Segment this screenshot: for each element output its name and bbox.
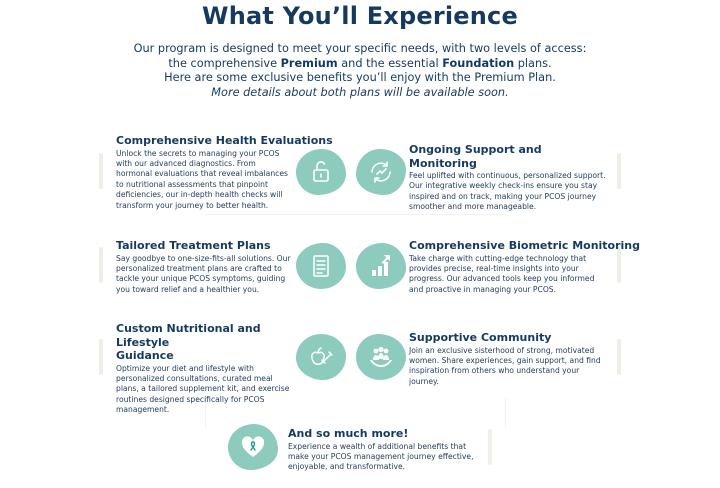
decorative-bar — [488, 429, 492, 465]
feature-description: Experience a wealth of additional benefi… — [288, 441, 474, 472]
apple-dumbbell-icon — [296, 334, 346, 380]
intro-text: Our program is designed to meet your spe… — [80, 42, 640, 100]
feature-title: Comprehensive Biometric Monitoring — [409, 239, 641, 252]
intro-line-1: Our program is designed to meet your spe… — [133, 42, 587, 55]
feature-title: Tailored Treatment Plans — [116, 239, 271, 252]
decorative-bar — [617, 339, 621, 375]
feature-health-evaluations: Comprehensive Health Evaluations Unlock … — [116, 134, 333, 211]
divider-line — [205, 214, 505, 215]
growth-chart-icon — [356, 243, 406, 289]
treatment-plan-document-icon — [296, 243, 346, 289]
feature-ongoing-support: Ongoing Support and Monitoring Feel upli… — [409, 143, 607, 213]
community-hands-icon — [356, 334, 406, 380]
decorative-bar — [99, 153, 103, 189]
feature-description: Optimize your diet and lifestyle with pe… — [116, 363, 290, 415]
intro-line-3: Here are some exclusive benefits you’ll … — [164, 71, 556, 85]
heart-ribbon-icon — [228, 424, 278, 470]
feature-description: Say goodbye to one-size-fits-all solutio… — [116, 253, 291, 294]
feature-title: Ongoing Support and Monitoring — [409, 143, 542, 170]
intro-line-2-mid: and the essential — [337, 56, 443, 70]
feature-description: Take charge with cutting-edge technology… — [409, 253, 595, 294]
feature-supportive-community: Supportive Community Join an exclusive s… — [409, 331, 607, 387]
support-cycle-icon — [356, 149, 406, 195]
premium-plan-name: Premium — [280, 56, 338, 70]
feature-title-line-2: Guidance — [116, 349, 174, 362]
intro-line-2-pre: the comprehensive — [168, 56, 281, 70]
feature-treatment-plans: Tailored Treatment Plans Say goodbye to … — [116, 239, 292, 295]
decorative-bar — [617, 247, 621, 283]
foundation-plan-name: Foundation — [442, 56, 515, 70]
decorative-bar — [99, 339, 103, 375]
feature-title: Comprehensive Health Evaluations — [116, 134, 333, 147]
decorative-bar — [617, 153, 621, 189]
intro-line-2: the comprehensive Premium and the essent… — [80, 57, 640, 72]
divider-line — [505, 398, 506, 428]
feature-title: And so much more! — [288, 427, 409, 440]
feature-title-line-1: Custom Nutritional and Lifestyle — [116, 322, 261, 349]
feature-title: Supportive Community — [409, 331, 552, 344]
feature-description: Join an exclusive sisterhood of strong, … — [409, 345, 601, 386]
divider-line — [205, 398, 206, 428]
intro-line-2-post: plans. — [514, 56, 552, 70]
feature-biometric-monitoring: Comprehensive Biometric Monitoring Take … — [409, 239, 641, 295]
intro-line-4: More details about both plans will be av… — [211, 85, 509, 99]
decorative-bar — [99, 247, 103, 283]
feature-and-more: And so much more! Experience a wealth of… — [288, 427, 478, 473]
page-title: What You’ll Experience — [202, 2, 518, 30]
feature-description: Unlock the secrets to managing your PCOS… — [116, 148, 288, 210]
feature-description: Feel uplifted with continuous, personali… — [409, 171, 606, 212]
unlock-icon — [296, 149, 346, 195]
